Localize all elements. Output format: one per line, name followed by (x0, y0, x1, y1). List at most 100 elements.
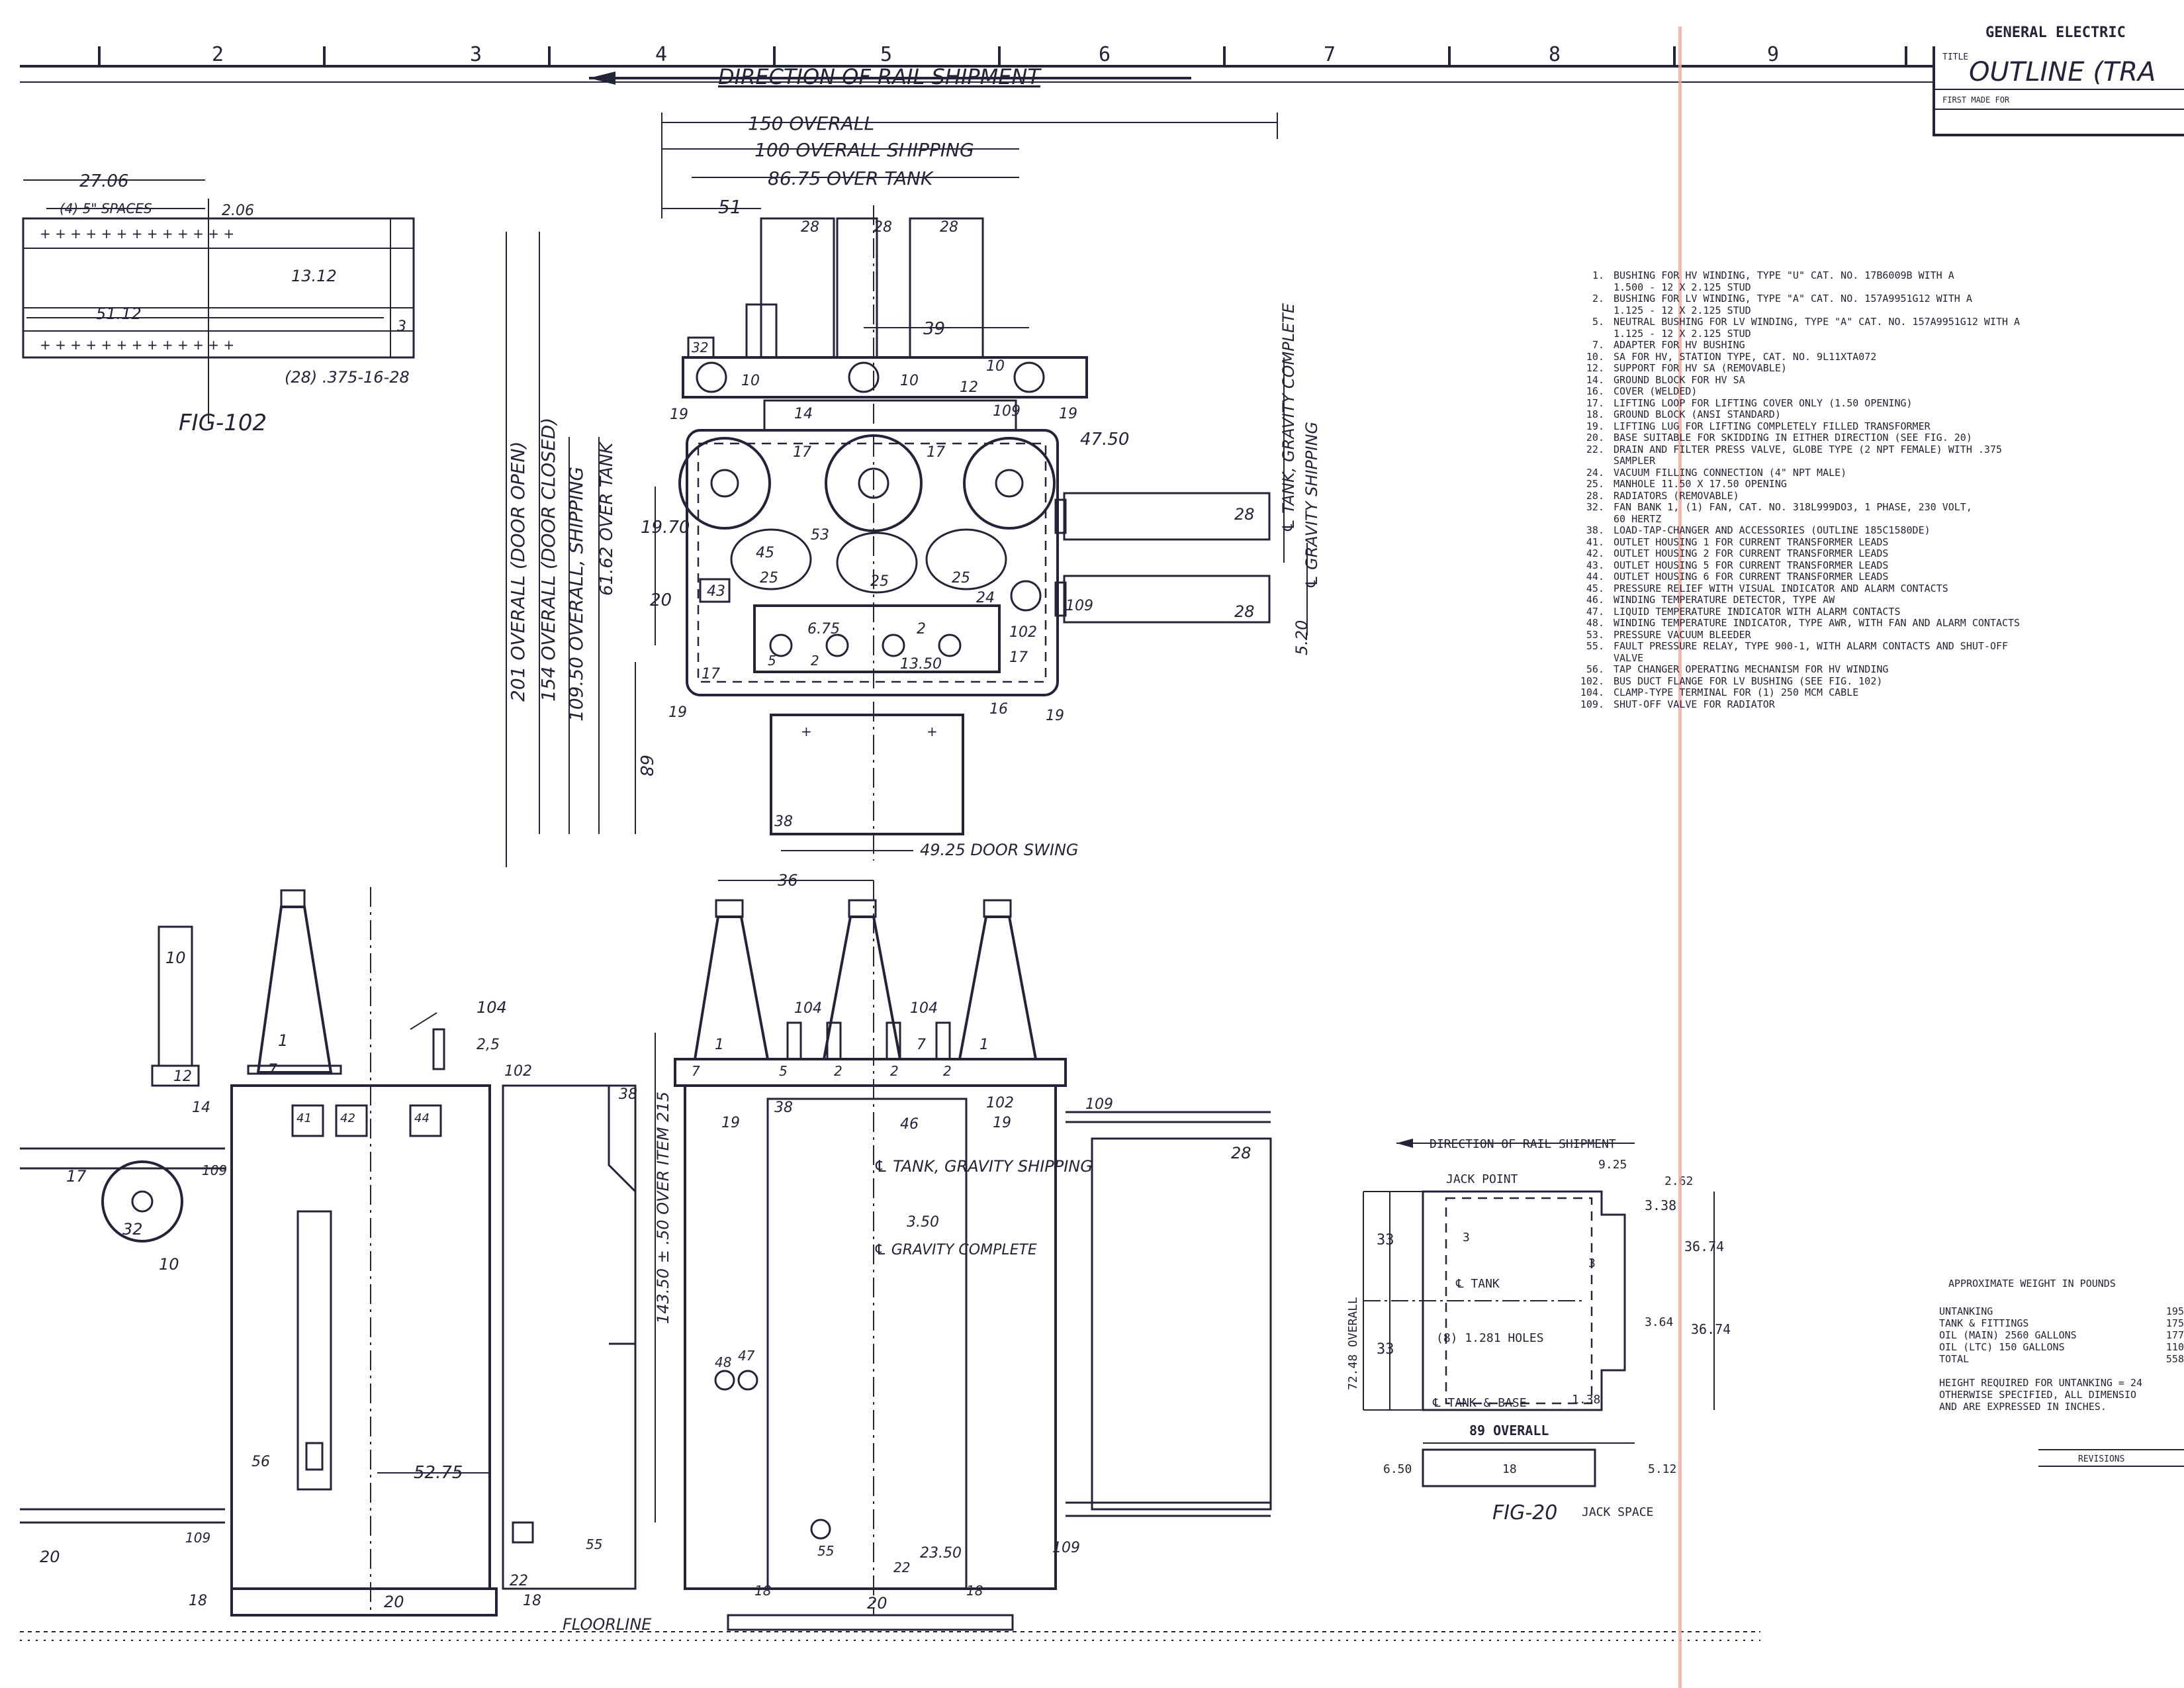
item-14: 14 (794, 406, 813, 422)
parts-list-text: SHUT-OFF VALVE FOR RADIATOR (1614, 698, 1775, 710)
parts-list-item: 102.BUS DUCT FLANGE FOR LV BUSHING (SEE … (1562, 675, 2144, 688)
item-1: 1 (278, 1031, 288, 1050)
parts-list-item: 38. LOAD-TAP-CHANGER AND ACCESSORIES (OUT… (1562, 524, 2144, 537)
plan-view: 39 6.75 2 13.50 28 28 + + (668, 205, 1321, 861)
parts-list-number: 38. (1586, 524, 1604, 536)
item-10: 10 (986, 358, 1005, 375)
fig102-holes: (28) .375-16-28 (285, 368, 410, 387)
parts-list-text: LIFTING LUG FOR LIFTING COMPLETELY FILLE… (1614, 420, 1931, 432)
parts-list-number: 102. (1580, 675, 1604, 687)
fig20-3b: 3 (1588, 1256, 1596, 1270)
parts-list-number: 44. (1586, 571, 1604, 583)
parts-list-number: 45. (1586, 582, 1604, 594)
item-44: 44 (414, 1111, 430, 1125)
parts-list-text: BUSHING FOR LV WINDING, TYPE "A" CAT. NO… (1614, 293, 1972, 316)
parts-list-item: 44.OUTLET HOUSING 6 FOR CURRENT TRANSFOR… (1562, 571, 2144, 583)
parts-list-number: 53. (1586, 628, 1604, 641)
item-38: 38 (774, 1100, 793, 1116)
weight-label: OIL (MAIN) 2560 GALLONS (1939, 1329, 2077, 1341)
parts-list-item: 20.BASE SUITABLE FOR SKIDDING IN EITHER … (1562, 432, 2144, 444)
dim-86-over-tank: 86.75 OVER TANK (768, 167, 934, 189)
parts-list-number: 7. (1592, 339, 1604, 351)
dim-36: 36 (778, 871, 798, 890)
parts-list-item: 32.FAN BANK 1, (1) FAN, CAT. NO. 318L999… (1562, 501, 2144, 525)
parts-list-text: LIFTING LOOP FOR LIFTING COVER ONLY (1.5… (1614, 397, 1913, 409)
item-102: 102 (986, 1095, 1014, 1111)
item-25: 25 (760, 570, 778, 586)
item-48: 48 (715, 1354, 731, 1370)
fig20-18: 18 (1502, 1462, 1517, 1476)
parts-list-item: 14.GROUND BLOCK FOR HV SA (1562, 374, 2144, 387)
item-19: 19 (670, 406, 688, 423)
dim-6-75: 6.75 (807, 621, 840, 637)
item-2-5: 2,5 (477, 1037, 500, 1053)
zone-label: 5 (880, 43, 892, 66)
item-18: 18 (966, 1583, 983, 1599)
item-20: 20 (40, 1548, 60, 1566)
weights-footer: AND ARE EXPRESSED IN INCHES. (1939, 1401, 2107, 1413)
fig20-6-50: 6.50 (1383, 1462, 1412, 1476)
item-109: 109 (1066, 598, 1093, 614)
parts-list-text: BUSHING FOR HV WINDING, TYPE "U" CAT. NO… (1614, 269, 1954, 293)
parts-list-item: 7.ADAPTER FOR HV BUSHING (1562, 339, 2144, 352)
fig102-spaces: (4) 5" SPACES (60, 201, 152, 216)
item-41: 41 (296, 1111, 312, 1125)
weight-label: TOTAL (1939, 1353, 1970, 1365)
parts-list-text: OUTLET HOUSING 2 FOR CURRENT TRANSFORMER… (1614, 547, 1889, 559)
parts-list-number: 18. (1586, 408, 1604, 420)
dim-47-50: 47.50 (1080, 430, 1129, 449)
dim-3-50: 3.50 (907, 1214, 939, 1231)
item-102: 102 (1009, 624, 1037, 641)
scan-red-line (1678, 26, 1682, 1688)
item-28: 28 (1234, 602, 1255, 621)
dim-20: 20 (650, 590, 672, 610)
item-18: 18 (523, 1593, 541, 1609)
item-28: 28 (874, 219, 892, 236)
item-10: 10 (165, 949, 186, 967)
first-made-for: FIRST MADE FOR (1942, 95, 2010, 105)
zone-label: 6 (1099, 43, 1111, 66)
item-109: 109 (185, 1530, 210, 1546)
parts-list-number: 109. (1580, 698, 1604, 710)
fig20-rail-shipment: DIRECTION OF RAIL SHIPMENT (1430, 1137, 1616, 1151)
zone-label: 7 (1324, 43, 1336, 66)
item-7: 7 (917, 1037, 926, 1053)
parts-list-item: 45.PRESSURE RELIEF WITH VISUAL INDICATOR… (1562, 583, 2144, 595)
fig102-3: 3 (397, 318, 406, 335)
parts-list-text: PRESSURE VACUUM BLEEDER (1614, 628, 1751, 641)
item-46: 46 (900, 1116, 919, 1133)
weight-value: 175 (2165, 1317, 2184, 1329)
item-38: 38 (774, 814, 793, 830)
item-2: 2 (811, 653, 819, 669)
dim-13-50: 13.50 (900, 656, 942, 673)
parts-list-number: 24. (1586, 466, 1604, 479)
parts-list-number: 12. (1586, 362, 1604, 374)
top-overall-dimensions: 150 OVERALL 100 OVERALL SHIPPING 86.75 O… (661, 113, 1278, 218)
parts-list-number: 55. (1586, 640, 1604, 652)
drawing-title: OUTLINE (TRA (1969, 57, 2156, 87)
rail-shipment-label: DIRECTION OF RAIL SHIPMENT (718, 64, 1042, 89)
rail-shipment-arrow: DIRECTION OF RAIL SHIPMENT (589, 64, 1191, 89)
item-22: 22 (893, 1560, 910, 1575)
item-10: 10 (159, 1255, 179, 1274)
parts-list-item: 22.DRAIN AND FILTER PRESS VALVE, GLOBE T… (1562, 444, 2144, 467)
item-1: 1 (715, 1037, 724, 1053)
front-elevation: 36 28 109 109 104 104 1 1 7 7 5 2 2 2 10… (674, 871, 1272, 1631)
item-55: 55 (586, 1536, 602, 1552)
item-25: 25 (952, 570, 970, 586)
parts-list-text: LOAD-TAP-CHANGER AND ACCESSORIES (OUTLIN… (1614, 524, 1931, 536)
parts-list-item: 55.FAULT PRESSURE RELAY, TYPE 900-1, WIT… (1562, 640, 2144, 664)
item-19: 19 (1059, 406, 1077, 422)
dim-143: 143.50 ± .50 OVER ITEM 215 (654, 1092, 672, 1324)
item-7: 7 (692, 1063, 700, 1079)
parts-list-item: 56.TAP CHANGER OPERATING MECHANISM FOR H… (1562, 663, 2144, 676)
item-19: 19 (668, 704, 687, 721)
parts-list-text: CLAMP-TYPE TERMINAL FOR (1) 250 MCM CABL… (1614, 686, 1859, 698)
weight-value: 177 (2165, 1329, 2184, 1341)
parts-list-number: 2. (1592, 293, 1604, 305)
item-17: 17 (1009, 649, 1028, 666)
parts-list-item: 18.GROUND BLOCK (ANSI STANDARD) (1562, 408, 2144, 421)
